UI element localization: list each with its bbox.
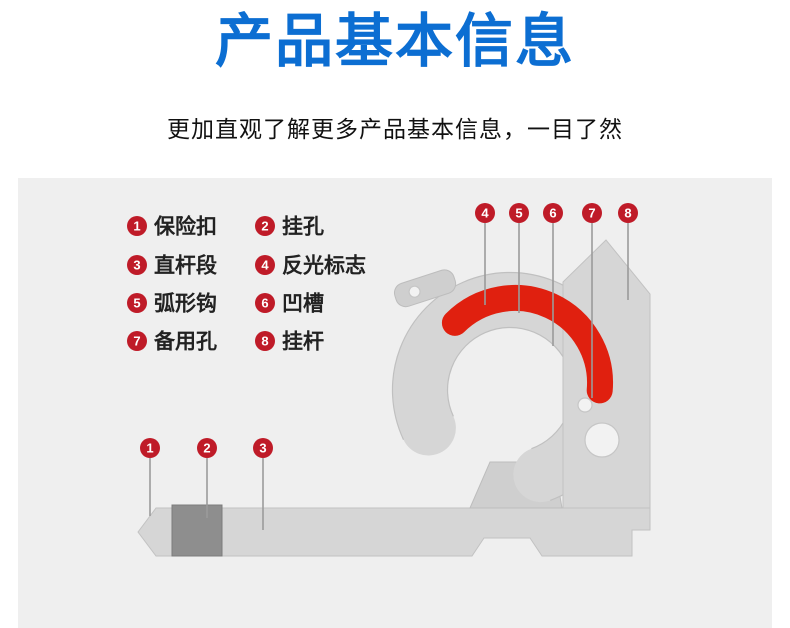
marker-number: 8 (624, 206, 631, 221)
buckle-block-shape (171, 504, 223, 557)
legend-number: 1 (133, 219, 140, 234)
legend-item-7: 7 备用孔 (127, 330, 217, 354)
marker-number: 5 (515, 206, 522, 221)
legend-item-5: 5 弧形钩 (127, 292, 217, 316)
page-title: 产品基本信息 (214, 9, 575, 74)
legend-item-6: 6 凹槽 (255, 292, 324, 316)
lug-hole (408, 285, 421, 298)
legend-label: 挂杆 (282, 331, 324, 354)
lug-body (393, 269, 457, 308)
legend-item-4: 4 反光标志 (255, 254, 366, 278)
marker-number: 7 (588, 206, 595, 221)
legend-number: 2 (261, 219, 268, 234)
legend-number: 3 (133, 258, 140, 273)
legend-number: 7 (133, 334, 140, 349)
legend-number: 4 (261, 258, 269, 273)
legend-badge (127, 331, 147, 351)
legend-item-1: 1 保险扣 (127, 215, 217, 239)
marker-number: 4 (481, 206, 489, 221)
legend-label: 保险扣 (153, 215, 217, 239)
lug-shape (393, 269, 457, 308)
marker-number: 2 (203, 441, 210, 456)
marker-number: 6 (549, 206, 556, 221)
legend-label: 反光标志 (282, 254, 366, 278)
marker-badge (543, 203, 563, 223)
product-diagram: 4 5 6 7 8 1 2 3 (18, 178, 772, 628)
marker-badge (475, 203, 495, 223)
legend-item-3: 3 直杆段 (127, 254, 217, 278)
callout-marker-8: 8 (618, 203, 638, 223)
legend-number: 5 (133, 296, 140, 311)
legend-label: 直杆段 (154, 254, 217, 278)
legend-badge (127, 255, 147, 275)
page-subtitle: 更加直观了解更多产品基本信息，一目了然 (167, 116, 623, 142)
marker-badge (618, 203, 638, 223)
marker-badge (509, 203, 529, 223)
legend-badge (255, 331, 275, 351)
callout-marker-7: 7 (582, 203, 602, 223)
callout-marker-5: 5 (509, 203, 529, 223)
marker-number: 1 (146, 441, 153, 456)
reflective-band-shape (441, 284, 614, 404)
spare-hole (577, 397, 593, 413)
marker-badge (582, 203, 602, 223)
legend-item-8: 8 挂杆 (255, 331, 324, 354)
legend-label: 弧形钩 (154, 292, 217, 316)
product-diagram-panel: 4 5 6 7 8 1 2 3 (18, 178, 772, 628)
legend-number: 8 (261, 334, 268, 349)
callout-marker-2: 2 (197, 438, 217, 458)
legend-label: 备用孔 (153, 330, 217, 354)
callout-marker-3: 3 (253, 438, 273, 458)
legend-item-2: 2 挂孔 (255, 216, 324, 239)
callout-marker-4: 4 (475, 203, 495, 223)
legend-label: 挂孔 (282, 216, 324, 239)
legend-badge (127, 293, 147, 313)
marker-badge (253, 438, 273, 458)
marker-badge (197, 438, 217, 458)
legend-badge (255, 293, 275, 313)
legend-badge (255, 216, 275, 236)
marker-number: 3 (259, 441, 266, 456)
legend-badge (255, 255, 275, 275)
callout-marker-6: 6 (543, 203, 563, 223)
marker-badge (140, 438, 160, 458)
callout-marker-1: 1 (140, 438, 160, 458)
hanging-hole (584, 422, 620, 458)
legend-number: 6 (261, 296, 268, 311)
legend-badge (127, 216, 147, 236)
legend-label: 凹槽 (282, 292, 324, 316)
